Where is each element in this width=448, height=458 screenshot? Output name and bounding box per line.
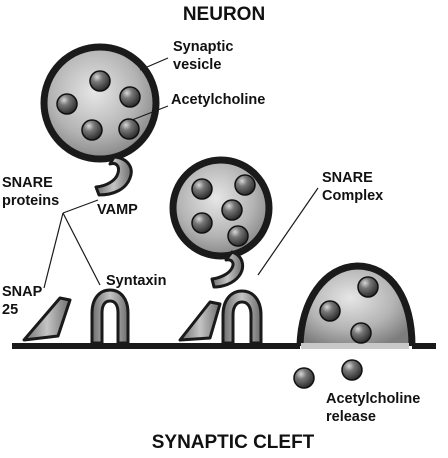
acetylcholine-release-label: release (326, 409, 376, 425)
snare-complex-label: SNARE (322, 170, 373, 186)
syntaxin-protein-1 (90, 288, 130, 345)
acetylcholine-release-label: Acetylcholine (326, 391, 420, 407)
synaptic-vesicle-1 (40, 43, 160, 163)
snare-complex-label: Complex (322, 188, 383, 204)
acetylcholine-molecule (319, 276, 379, 344)
acetylcholine-molecule (56, 70, 141, 141)
vamp-protein-1 (94, 155, 133, 197)
fused-vesicle (296, 262, 416, 349)
synaptic-cleft-title: SYNAPTIC CLEFT (152, 432, 315, 453)
snare-proteins-label: SNARE (2, 175, 53, 191)
vamp-protein-2 (210, 250, 245, 289)
vamp-label: VAMP (97, 202, 138, 218)
synaptic-vesicle-label: vesicle (173, 57, 221, 73)
snap25-protein-1 (22, 296, 72, 342)
released-acetylcholine (293, 359, 363, 389)
snap25-protein-2 (178, 300, 222, 342)
snare-proteins-label: proteins (2, 193, 59, 209)
snap25-label: 25 (2, 302, 18, 318)
syntaxin-protein-2 (221, 289, 263, 345)
snap25-label: SNAP (2, 284, 43, 300)
synaptic-vesicle-label: Synaptic (173, 39, 233, 55)
syntaxin-label: Syntaxin (106, 273, 166, 289)
acetylcholine-molecule (191, 174, 256, 247)
synaptic-vesicle-2 (169, 156, 273, 260)
neuron-title: NEURON (183, 4, 265, 25)
leader-lines (43, 57, 319, 289)
acetylcholine-label: Acetylcholine (171, 92, 265, 108)
